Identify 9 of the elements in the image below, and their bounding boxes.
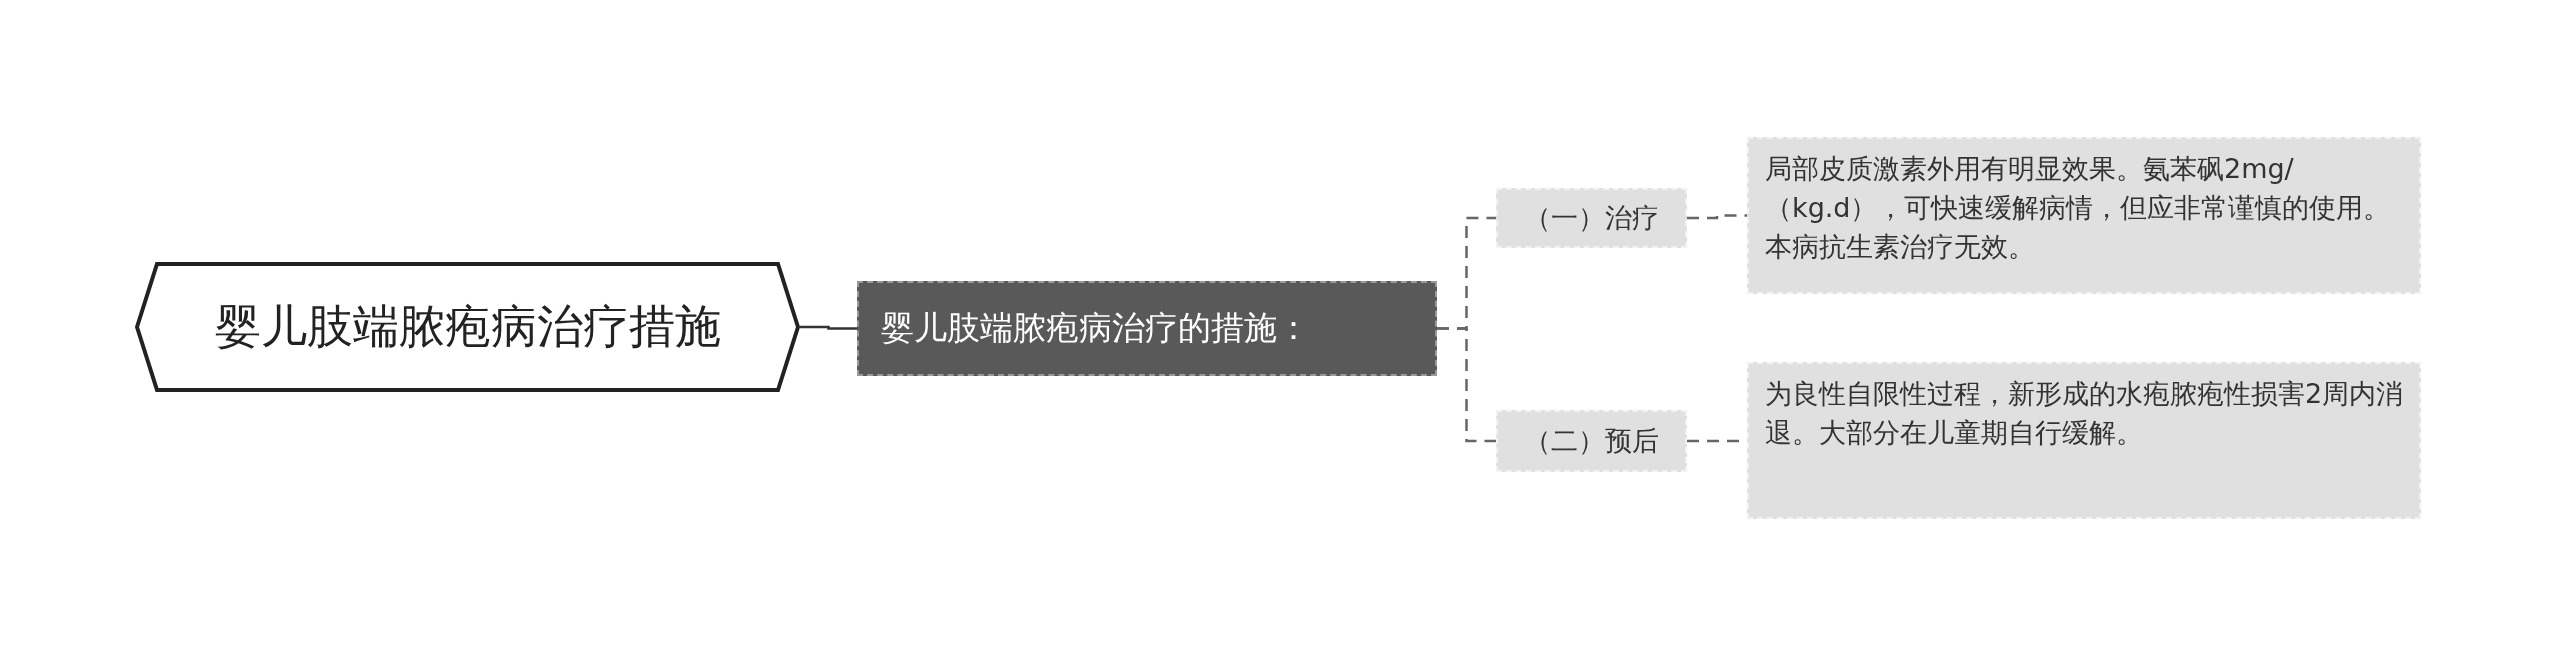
- note-box: 局部皮质激素外用有明显效果。氨苯砜2mg/（kg.d），可快速缓解病情，但应非常谨慎的使用。本病抗生素治疗无效。: [1747, 137, 2421, 294]
- note-box: 为良性自限性过程，新形成的水疱脓疱性损害2周内消退。大部分在儿童期自行缓解。: [1747, 362, 2421, 519]
- connector-line: [1437, 327, 1496, 443]
- subtopic-box: 婴儿肢端脓疱病治疗的措施：: [857, 281, 1437, 376]
- branch-box: （二）预后: [1496, 410, 1687, 472]
- branch-box: （一）治疗: [1496, 188, 1687, 248]
- connector-line: [1687, 214, 1747, 220]
- topic-hexagon: 婴儿肢端脓疱病治疗措施: [135, 262, 800, 392]
- connector-line: [800, 325, 857, 330]
